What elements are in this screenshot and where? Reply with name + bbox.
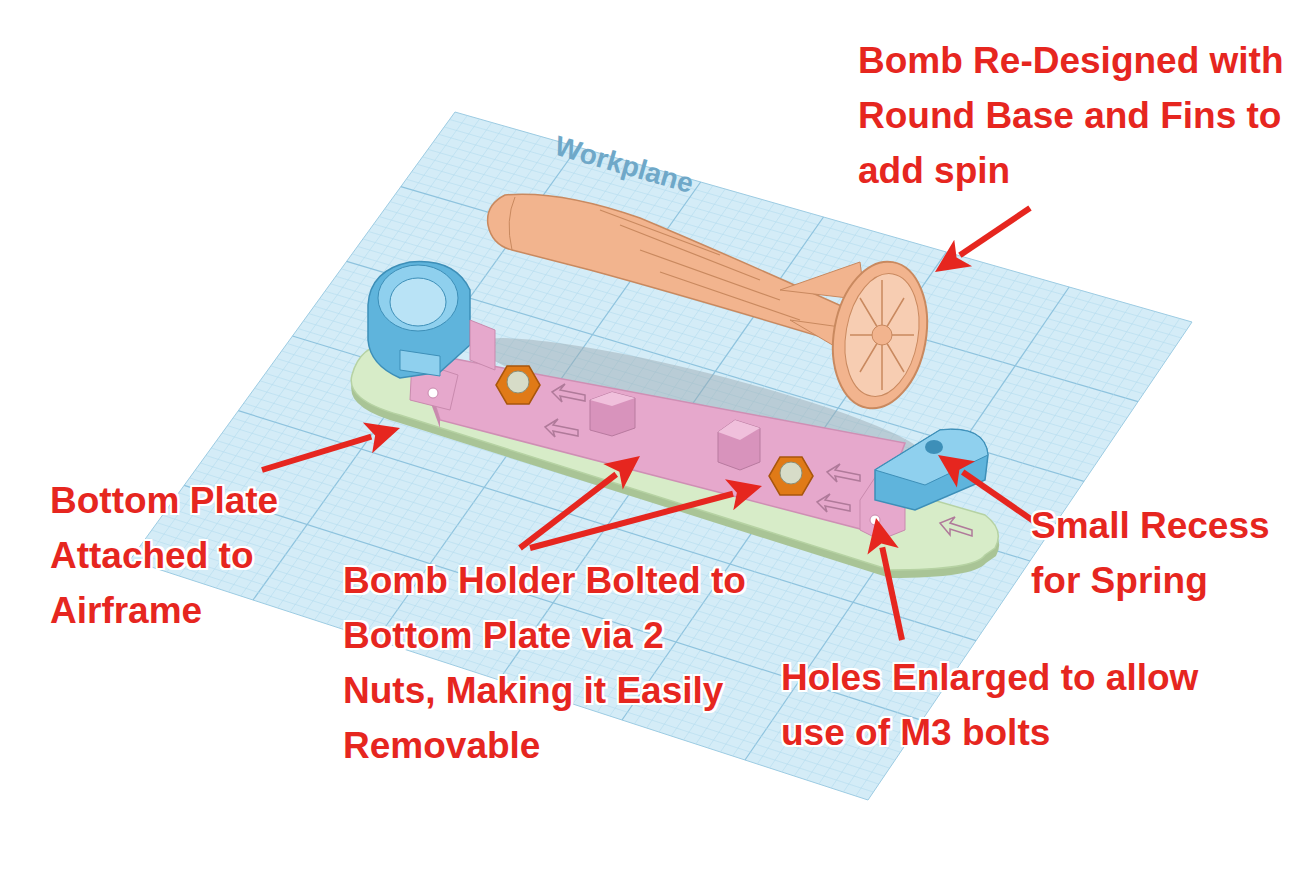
arrow-head: [867, 518, 898, 555]
arrow-shaft: [882, 547, 902, 640]
callout-label: Bomb Re-Designed with Round Base and Fin…: [858, 33, 1298, 198]
arrow-head: [938, 455, 975, 487]
arrow-shaft: [262, 437, 371, 470]
grid-line: [135, 553, 873, 793]
arrow-shaft: [530, 494, 733, 548]
front-clamp: [368, 262, 495, 410]
callout-label: Holes Enlarged to allow use of M3 bolts: [781, 650, 1231, 760]
callout-label: Bomb Holder Bolted to Bottom Plate via 2…: [343, 553, 763, 773]
grid-line: [141, 545, 879, 784]
bomb-holder: [418, 352, 905, 532]
arrow-head: [935, 240, 972, 272]
callout-label: Bottom Plate Attached to Airframe: [50, 473, 320, 638]
callout-label: Small Recess for Spring: [1031, 498, 1301, 608]
stop-blocks: [590, 392, 760, 470]
arrow-head: [603, 456, 640, 489]
arrow-shaft: [960, 208, 1030, 255]
bomb: [488, 194, 939, 416]
arrow-head: [363, 423, 400, 454]
arrow-shaft: [963, 472, 1035, 522]
nuts: [496, 366, 813, 495]
grid-line: [146, 538, 884, 777]
arrow-head: [725, 479, 762, 510]
